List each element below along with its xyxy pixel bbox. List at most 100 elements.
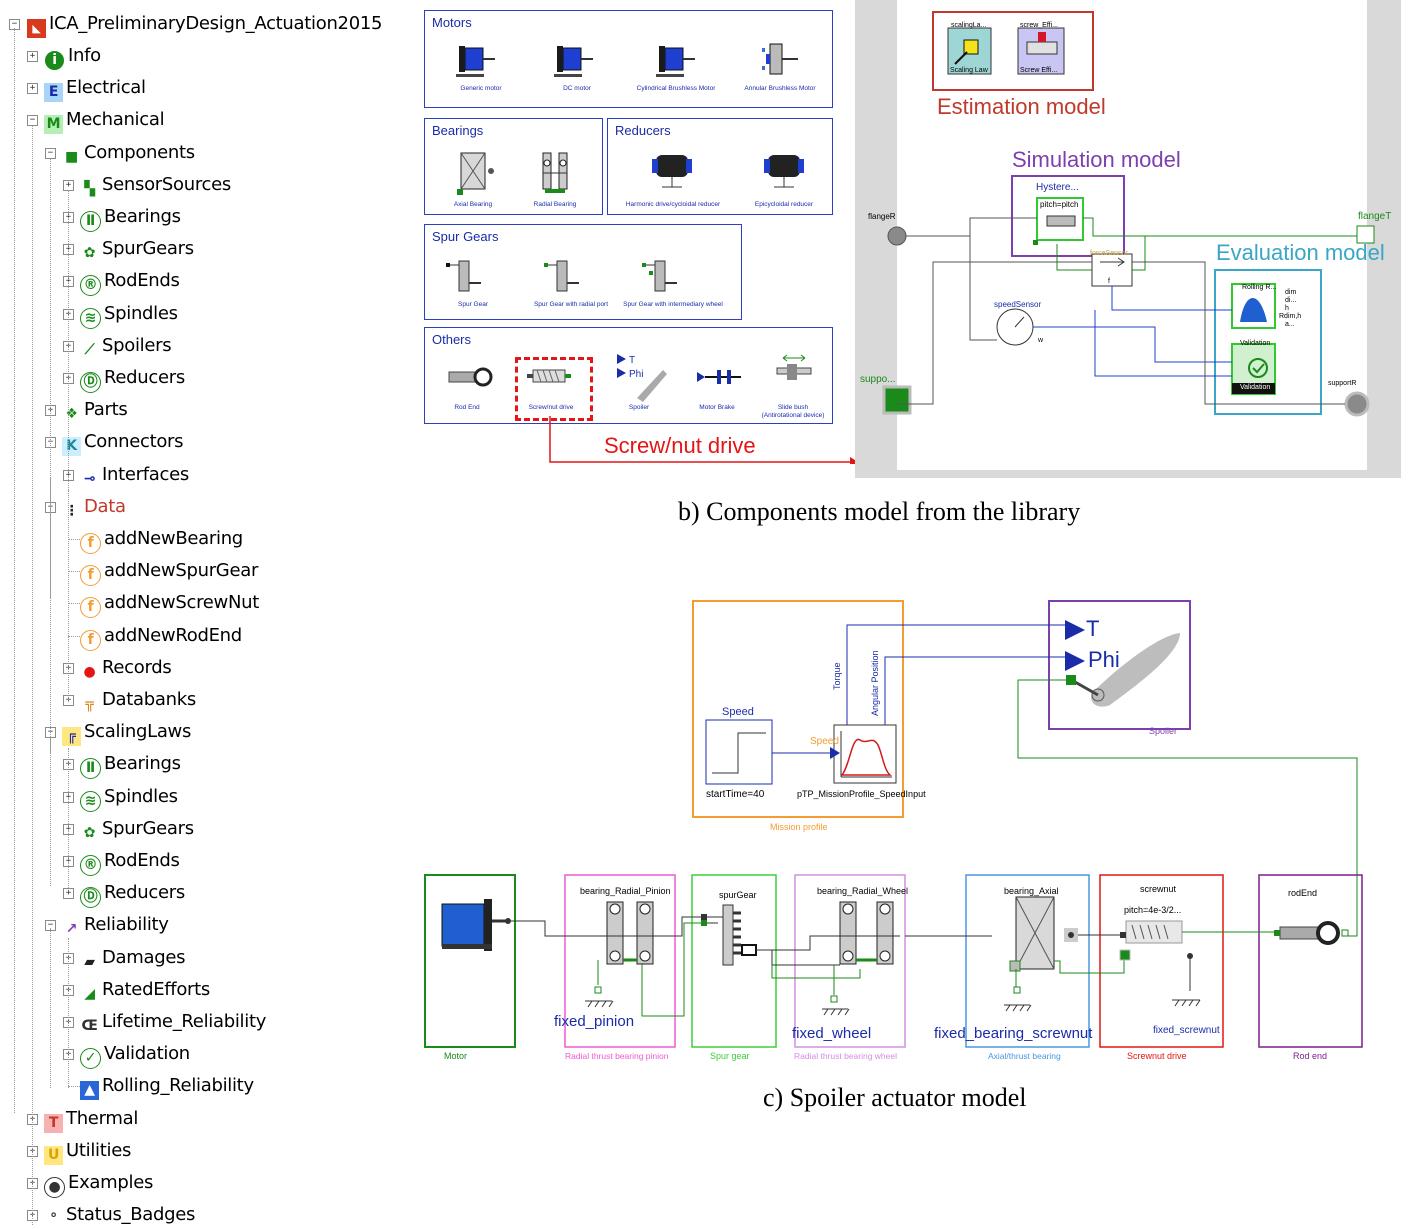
- tree-item-label: Electrical: [66, 77, 146, 99]
- tree-root[interactable]: ◣ICA_PreliminaryDesign_Actuation2015: [27, 12, 382, 38]
- tree-guide: [50, 478, 51, 753]
- scaling-laws-icon: ╔: [62, 727, 81, 747]
- tree-item[interactable]: ✿SpurGears: [80, 817, 194, 843]
- tree-item[interactable]: ●Examples: [44, 1171, 153, 1198]
- tree-item[interactable]: ◢RatedEfforts: [80, 978, 210, 1004]
- expand-toggle[interactable]: +: [27, 51, 38, 62]
- reliability-icon: ↗: [62, 920, 81, 940]
- tree-item-label: Bearings: [104, 753, 181, 775]
- library-item-spur-gear-intermediary[interactable]: Spur Gear with intermediary wheel: [623, 301, 723, 308]
- library-item-dc-motor[interactable]: DC motor: [563, 85, 591, 92]
- spur-gear-icon: ✿: [80, 823, 99, 843]
- library-item-harmonic-reducer[interactable]: Harmonic drive/cycloidal reducer: [625, 201, 721, 208]
- data-icon: ⋮: [62, 501, 81, 521]
- sensor-sources-icon: ▚: [80, 179, 99, 199]
- library-item-epicycloidal-reducer[interactable]: Epicycloidal reducer: [754, 201, 814, 208]
- function-icon: f: [80, 629, 101, 651]
- screw-nut-highlight: [515, 357, 593, 421]
- library-item-cylindrical-motor[interactable]: Cylindrical Brushless Motor: [636, 85, 716, 92]
- tree-item[interactable]: °Status_Badges: [44, 1203, 195, 1229]
- support-label: suppo...: [860, 374, 896, 385]
- spur-gear-icon: ✿: [80, 244, 99, 264]
- tree-item[interactable]: ®RodEnds: [80, 269, 180, 297]
- tree-item[interactable]: ▰Damages: [80, 946, 186, 972]
- u-package-icon: U: [44, 1145, 63, 1165]
- tree-item[interactable]: ⋮Data: [62, 495, 126, 521]
- tree-item-label: Databanks: [102, 689, 196, 710]
- tree-item[interactable]: ▲Rolling_Reliability: [80, 1074, 254, 1101]
- parts-icon: ❖: [62, 405, 81, 425]
- library-item-spur-gear[interactable]: Spur Gear: [458, 301, 488, 308]
- library-item-screw-nut-drive[interactable]: Screw/nut drive: [528, 404, 574, 411]
- spur-gear-icons: [446, 260, 677, 292]
- library-item-axial-bearing[interactable]: Axial Bearing: [453, 201, 493, 208]
- tree-item[interactable]: ❖Parts: [62, 398, 128, 425]
- spoiler-t-text: T: [629, 355, 635, 366]
- damages-icon: ▰: [80, 952, 99, 972]
- library-item-rod-end[interactable]: Rod End: [454, 404, 480, 411]
- expand-toggle[interactable]: +: [63, 888, 74, 900]
- tree-item[interactable]: ≋Spindles: [80, 302, 178, 329]
- library-group-spur-gears: Spur Gears Spur Gear Spur Gear with radi…: [424, 224, 742, 320]
- tree-item-label: Utilities: [66, 1139, 132, 1161]
- tree-item[interactable]: ⟋Spoilers: [80, 334, 172, 360]
- collapse-toggle[interactable]: −: [45, 147, 56, 159]
- tree-guide: [50, 158, 51, 598]
- hysteresis-param: pitch=pitch: [1040, 200, 1079, 209]
- motor-block-label: Motor: [444, 1051, 468, 1061]
- force-sensor-label: forceSensor: [1090, 250, 1128, 257]
- tree-item[interactable]: ✓Validation: [80, 1042, 190, 1070]
- tree-item[interactable]: ╦Databanks: [80, 688, 196, 714]
- tree-item[interactable]: ⊸Interfaces: [80, 463, 189, 489]
- tree-guide: [68, 748, 69, 888]
- library-item-slide-bush[interactable]: Slide bush(Antirotational device): [761, 404, 825, 419]
- tree-item[interactable]: ≋Spindles: [80, 785, 178, 812]
- tree-item-label: Reducers: [104, 882, 185, 904]
- library-item-generic-motor[interactable]: Generic motor: [460, 85, 502, 92]
- expand-toggle[interactable]: +: [27, 83, 38, 95]
- tree-item[interactable]: ®RodEnds: [80, 849, 180, 876]
- tree-item-label: ScalingLaws: [84, 721, 192, 743]
- tree-item[interactable]: ●Records: [80, 656, 172, 682]
- library-item-spur-gear-radial[interactable]: Spur Gear with radial port: [533, 301, 609, 308]
- tree-item[interactable]: ╔ScalingLaws: [62, 720, 192, 747]
- tree-item[interactable]: ▚SensorSources: [80, 173, 231, 199]
- library-item-radial-bearing[interactable]: Radial Bearing: [533, 201, 577, 208]
- library-item-spoiler[interactable]: Spoiler: [628, 404, 650, 411]
- screw-effi-label: Screw Effi...: [1020, 67, 1058, 74]
- tree-item[interactable]: ■Components: [62, 141, 195, 167]
- e-package-icon: E: [44, 83, 63, 103]
- angular-port-label: Angular Position: [870, 650, 880, 716]
- screw-effi-name: screw_Effi...: [1020, 22, 1058, 29]
- examples-icon: ●: [44, 1177, 65, 1198]
- rod-end-icon: ®: [80, 855, 101, 876]
- tree-item-label: RodEnds: [104, 270, 180, 292]
- tree-item[interactable]: ↗Reliability: [62, 913, 169, 940]
- library-group-reducers: Reducers Harmonic drive/cycloidal reduce…: [607, 118, 833, 215]
- rod-end-icon: ®: [80, 275, 101, 297]
- spoiler-icon: ⟋: [80, 340, 99, 360]
- tree-item[interactable]: ✿SpurGears: [80, 237, 194, 264]
- support-r-label: supportR: [1328, 380, 1357, 387]
- tree-item-label: Reducers: [104, 367, 185, 388]
- library-item-motor-brake[interactable]: Motor Brake: [699, 404, 735, 411]
- library-package-icon: ◣: [27, 19, 46, 38]
- library-item-annular-motor[interactable]: Annular Brushless Motor: [744, 85, 816, 92]
- screw-nut-annotation: Screw/nut drive: [604, 433, 756, 458]
